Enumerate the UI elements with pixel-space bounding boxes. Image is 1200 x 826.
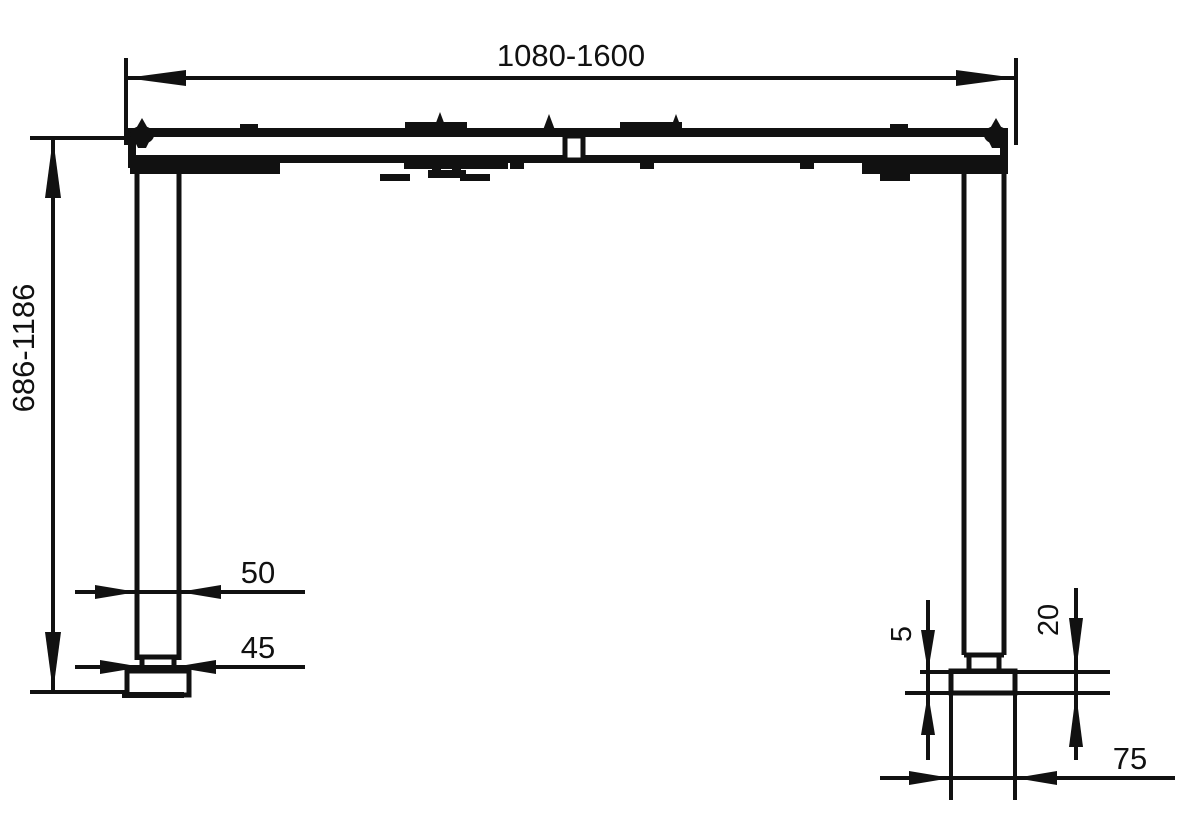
left-leg-foot — [122, 668, 192, 698]
beam-undertab-3 — [460, 174, 490, 181]
beam-undertab-4 — [510, 163, 524, 169]
dimension-arrows — [45, 70, 1083, 785]
left-mount-bracket — [130, 163, 280, 174]
beam-undertab-7 — [880, 174, 910, 181]
arrow-45-left — [100, 660, 142, 674]
arrow-20-top — [1069, 618, 1083, 672]
arrow-width-right — [956, 70, 1016, 86]
beam-stud-2 — [543, 114, 555, 130]
beam-right-cap — [1000, 128, 1008, 168]
center-bracket-lug-right — [452, 160, 461, 176]
dimline-overall-width — [126, 76, 1016, 80]
right-end-bolt-icon — [984, 118, 1008, 148]
left-foot-glide — [124, 668, 192, 698]
beam-stud-1 — [434, 112, 446, 128]
right-mount-bracket-edge — [862, 155, 868, 174]
beam-undertab-2 — [380, 174, 410, 181]
left-mount-bracket-edge-right — [274, 155, 280, 174]
beam-undertab-6 — [800, 163, 814, 169]
left-mount-bracket-edge — [130, 155, 136, 174]
label-overall-width: 1080-1600 — [497, 38, 645, 73]
arrow-45-right — [174, 660, 216, 674]
dimension-labels: 1080-1600 686-1186 50 45 5 20 75 — [6, 38, 1147, 776]
left-leg-column — [134, 168, 182, 672]
arrow-5-top — [921, 630, 935, 672]
arrow-5-bottom — [921, 693, 935, 735]
right-foot-glide — [948, 668, 1018, 696]
beam-top-rail — [128, 128, 1008, 137]
arrow-height-top — [45, 138, 61, 198]
beam-tab-1 — [240, 124, 258, 129]
label-column-lower-width: 45 — [241, 630, 275, 665]
dimline-overall-height — [51, 138, 55, 692]
right-mount-bracket-edge-right — [1002, 155, 1008, 174]
beam-stud-3 — [670, 114, 682, 130]
center-bracket-lug-left — [432, 160, 441, 176]
left-end-bolt-icon — [130, 118, 154, 148]
arrow-50-left — [95, 585, 137, 599]
arrow-20-bottom — [1069, 693, 1083, 747]
beam-undertab-5 — [640, 163, 654, 169]
top-beam-assembly — [128, 112, 1008, 181]
label-column-upper-width: 50 — [241, 555, 275, 590]
label-foot-height: 20 — [1033, 604, 1065, 636]
right-leg-foot — [948, 668, 1018, 696]
beam-tab-3 — [620, 122, 682, 129]
beam-center-joint-box — [562, 133, 586, 163]
beam-undertab-8 — [950, 163, 964, 169]
right-mount-bracket — [862, 163, 1008, 174]
label-foot-plate-width: 75 — [1113, 741, 1147, 776]
arrow-50-right — [179, 585, 221, 599]
beam-undertab-1 — [165, 163, 179, 169]
center-bracket-base — [428, 170, 466, 178]
arrow-width-left — [126, 70, 186, 86]
arrow-75-left — [909, 771, 951, 785]
right-leg-column — [961, 168, 1007, 672]
beam-left-cap — [128, 128, 136, 168]
arrow-height-bottom — [45, 632, 61, 692]
beam-tab-4 — [890, 124, 908, 129]
label-overall-height: 686-1186 — [6, 284, 41, 413]
arrow-75-right — [1015, 771, 1057, 785]
label-foot-plate-thickness: 5 — [886, 626, 918, 642]
